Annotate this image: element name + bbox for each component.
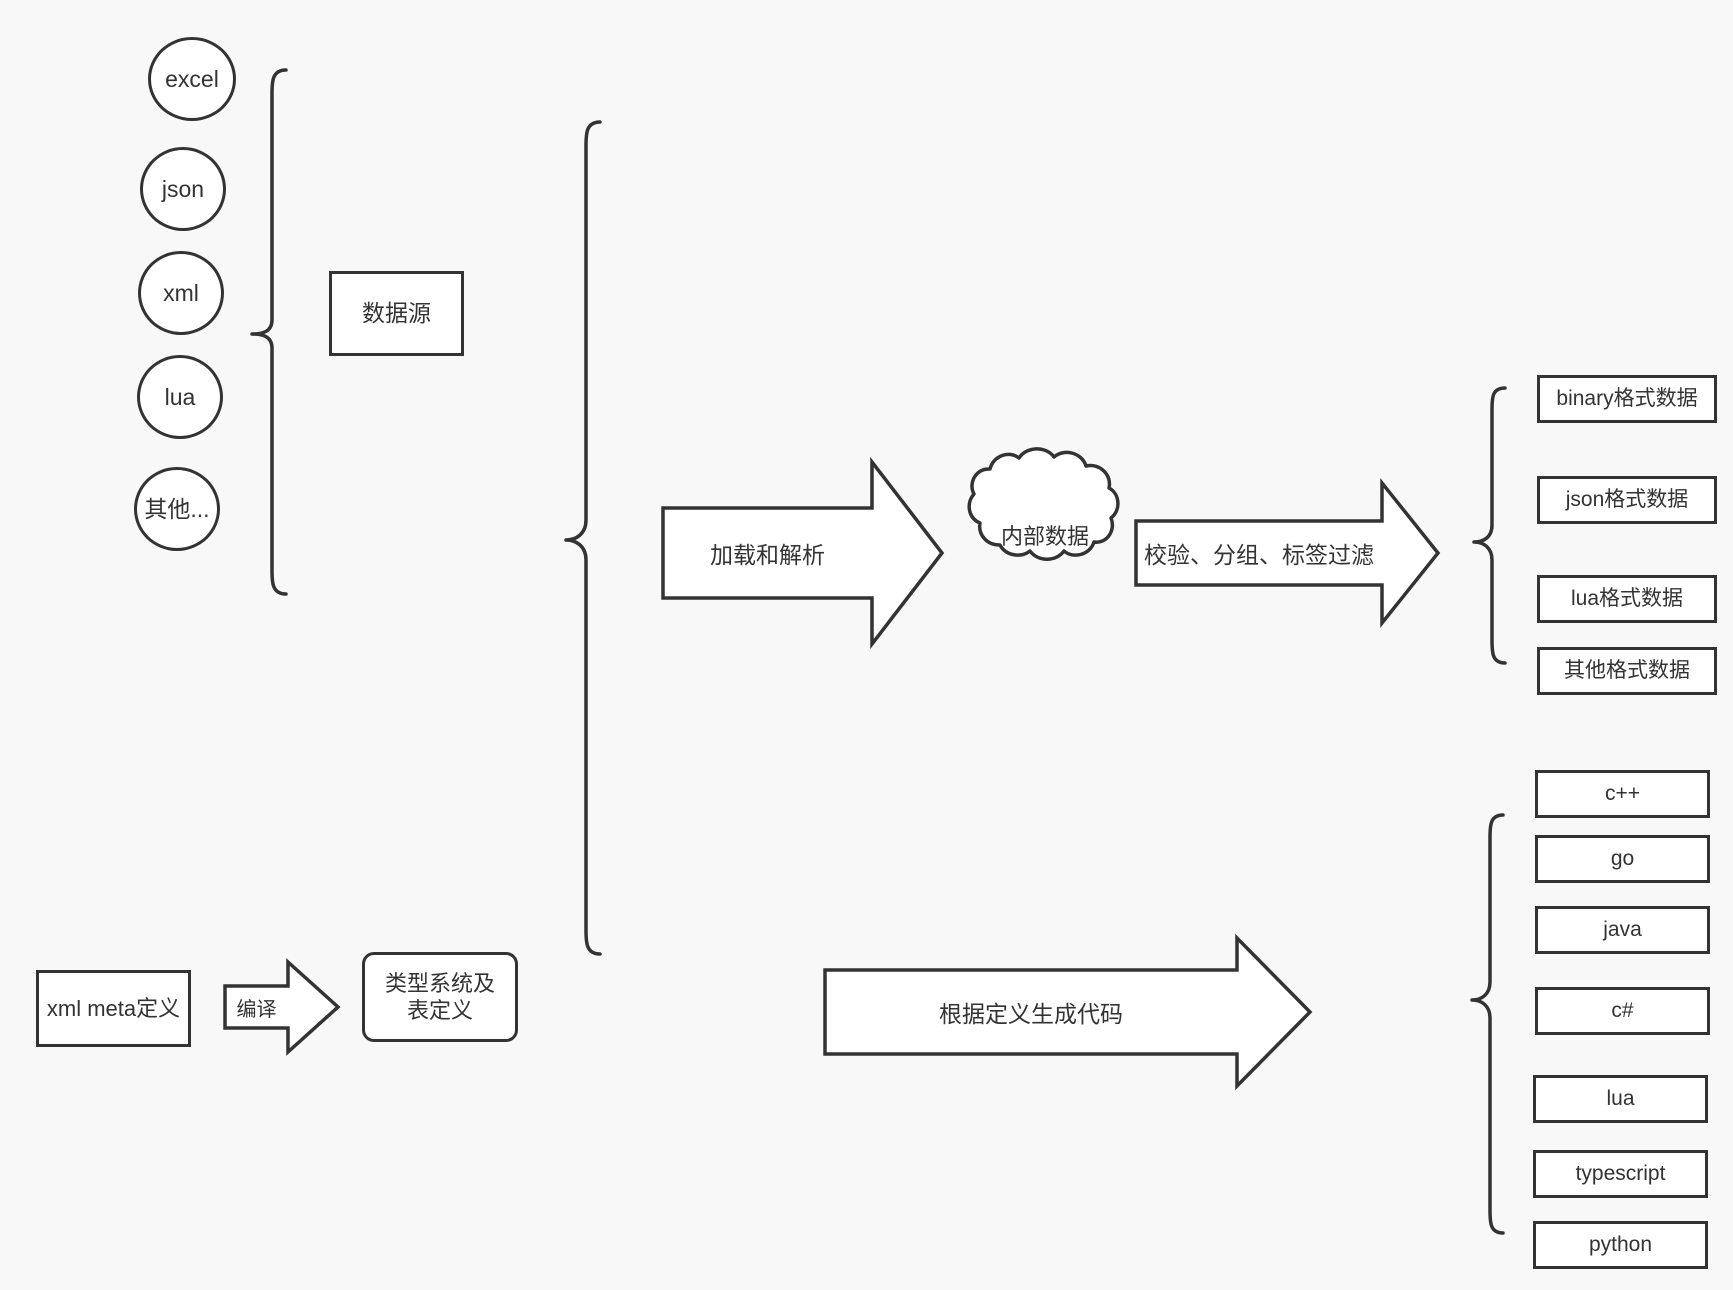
output-label: lua格式数据 — [1570, 586, 1684, 610]
language-brace — [1470, 813, 1505, 1235]
output-box-lua[interactable]: lua格式数据 — [1537, 575, 1717, 623]
codegen-text: 根据定义生成代码 — [939, 1001, 1123, 1027]
load-parse-text: 加载和解析 — [710, 542, 825, 568]
language-box-python[interactable]: python — [1533, 1221, 1708, 1269]
language-label: python — [1588, 1232, 1653, 1256]
xml-meta-box[interactable]: xml meta定义 — [36, 970, 191, 1047]
codegen-label: 根据定义生成代码 — [825, 986, 1237, 1038]
compile-label: 编译 — [225, 986, 288, 1028]
language-box-typescript[interactable]: typescript — [1533, 1150, 1708, 1198]
filter-label: 校验、分组、标签过滤 — [1136, 531, 1382, 575]
language-label: typescript — [1575, 1161, 1666, 1185]
output-box-binary[interactable]: binary格式数据 — [1537, 375, 1717, 423]
data-source-label: 数据源 — [362, 300, 431, 327]
output-label: binary格式数据 — [1556, 386, 1698, 410]
language-box-java[interactable]: java — [1535, 906, 1710, 954]
language-label: c# — [1611, 998, 1634, 1022]
source-group-brace — [250, 68, 288, 596]
source-node-lua[interactable]: lua — [137, 355, 223, 439]
load-parse-label: 加载和解析 — [663, 530, 872, 576]
language-label: c++ — [1604, 781, 1641, 805]
source-label: xml — [163, 279, 199, 306]
xml-meta-label: xml meta定义 — [46, 995, 181, 1021]
codegen-arrow — [823, 933, 1313, 1091]
source-label: 其他... — [144, 495, 210, 522]
internal-data-cloud — [967, 447, 1120, 561]
language-box-csharp[interactable]: c# — [1535, 987, 1710, 1035]
language-label: java — [1603, 917, 1642, 941]
internal-data-text: 内部数据 — [1000, 524, 1089, 549]
filter-text: 校验、分组、标签过滤 — [1144, 542, 1374, 568]
language-label: lua — [1606, 1086, 1635, 1110]
source-node-other[interactable]: 其他... — [134, 467, 220, 551]
language-label: go — [1610, 846, 1635, 870]
output-label: 其他格式数据 — [1564, 658, 1690, 682]
output-label: json格式数据 — [1565, 487, 1689, 511]
language-box-cpp[interactable]: c++ — [1535, 770, 1710, 818]
load-parse-arrow — [661, 456, 945, 650]
source-label: excel — [165, 65, 219, 92]
type-system-box[interactable]: 类型系统及表定义 — [362, 952, 518, 1042]
internal-data-label: 内部数据 — [985, 515, 1105, 555]
data-format-brace — [1472, 386, 1507, 665]
source-node-json[interactable]: json — [140, 147, 226, 231]
type-system-label: 类型系统及表定义 — [384, 970, 495, 1024]
filter-arrow — [1134, 478, 1441, 628]
source-label: lua — [164, 383, 196, 410]
language-box-lua[interactable]: lua — [1533, 1075, 1708, 1123]
source-label: json — [161, 175, 205, 202]
data-source-box[interactable]: 数据源 — [329, 271, 464, 356]
output-box-json[interactable]: json格式数据 — [1537, 476, 1717, 524]
output-box-other[interactable]: 其他格式数据 — [1537, 647, 1717, 695]
input-group-brace — [564, 120, 602, 956]
compile-text: 编译 — [236, 998, 277, 1021]
compile-arrow — [223, 958, 341, 1056]
source-node-excel[interactable]: excel — [148, 37, 236, 121]
language-box-go[interactable]: go — [1535, 835, 1710, 883]
source-node-xml[interactable]: xml — [138, 251, 224, 335]
